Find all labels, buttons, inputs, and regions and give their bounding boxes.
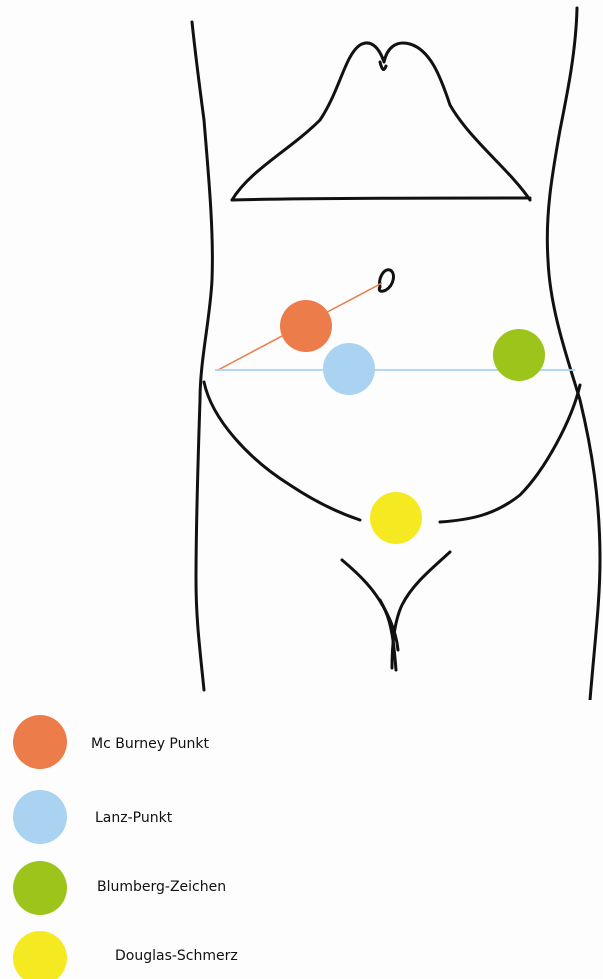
right-hip-curve <box>440 385 580 522</box>
blumberg-sign-marker <box>493 329 545 381</box>
chest-notch <box>380 62 386 69</box>
navel <box>379 270 393 292</box>
abdomen-figure <box>0 0 603 700</box>
lanz-swatch <box>13 790 67 844</box>
mcburney-label: Mc Burney Punkt <box>91 735 209 753</box>
legend-item-lanz: Lanz-Punkt <box>0 787 603 847</box>
douglas-swatch <box>13 931 67 979</box>
right-body-contour <box>547 8 600 700</box>
groin-right <box>392 552 450 668</box>
lanz-point-marker <box>323 343 375 395</box>
blumberg-swatch <box>13 861 67 915</box>
lanz-label: Lanz-Punkt <box>95 809 172 827</box>
legend-item-douglas: Douglas-Schmerz <box>0 929 603 979</box>
douglas-label: Douglas-Schmerz <box>115 947 238 965</box>
left-hip-curve <box>204 382 360 520</box>
rib-line <box>232 198 530 200</box>
mcburney-point-marker <box>280 300 332 352</box>
legend-item-mcburney: Mc Burney Punkt <box>0 712 603 772</box>
left-body-contour <box>192 22 212 690</box>
mcburney-swatch <box>13 715 67 769</box>
douglas-pain-marker <box>370 492 422 544</box>
legend-item-blumberg: Blumberg-Zeichen <box>0 860 603 920</box>
blumberg-label: Blumberg-Zeichen <box>97 878 226 896</box>
